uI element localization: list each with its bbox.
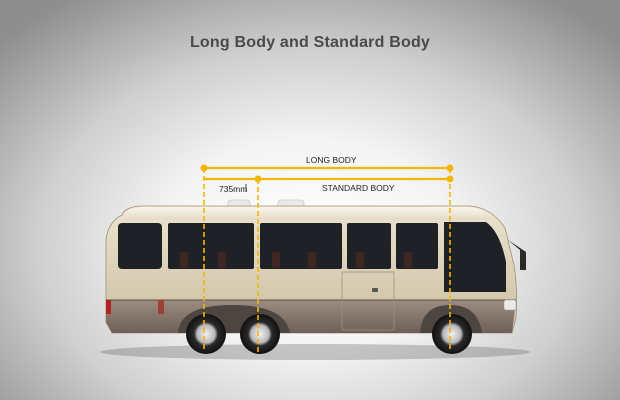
long-body-label: LONG BODY	[306, 155, 357, 165]
offset-length-label: 735mm	[219, 184, 248, 194]
standard-body-label: STANDARD BODY	[322, 183, 395, 193]
bus-door	[341, 271, 395, 331]
side-marker	[158, 300, 164, 314]
windshield	[444, 222, 506, 292]
page-title: Long Body and Standard Body	[189, 34, 431, 51]
door-handle	[372, 288, 378, 292]
side-mirror	[508, 240, 526, 270]
rear-wheel-2	[240, 314, 280, 354]
window-2	[260, 223, 342, 269]
front-wheel	[432, 314, 472, 354]
headlight	[503, 299, 517, 311]
window-rear	[118, 223, 162, 269]
window-1	[168, 223, 254, 269]
rear-light	[106, 300, 111, 314]
window-3	[347, 223, 391, 269]
bus	[105, 205, 526, 354]
window-4	[396, 223, 438, 269]
seat-silhouettes	[180, 252, 412, 268]
bus-roof	[124, 207, 498, 220]
dimension-lines	[200, 164, 454, 352]
rear-wheel-1	[186, 314, 226, 354]
